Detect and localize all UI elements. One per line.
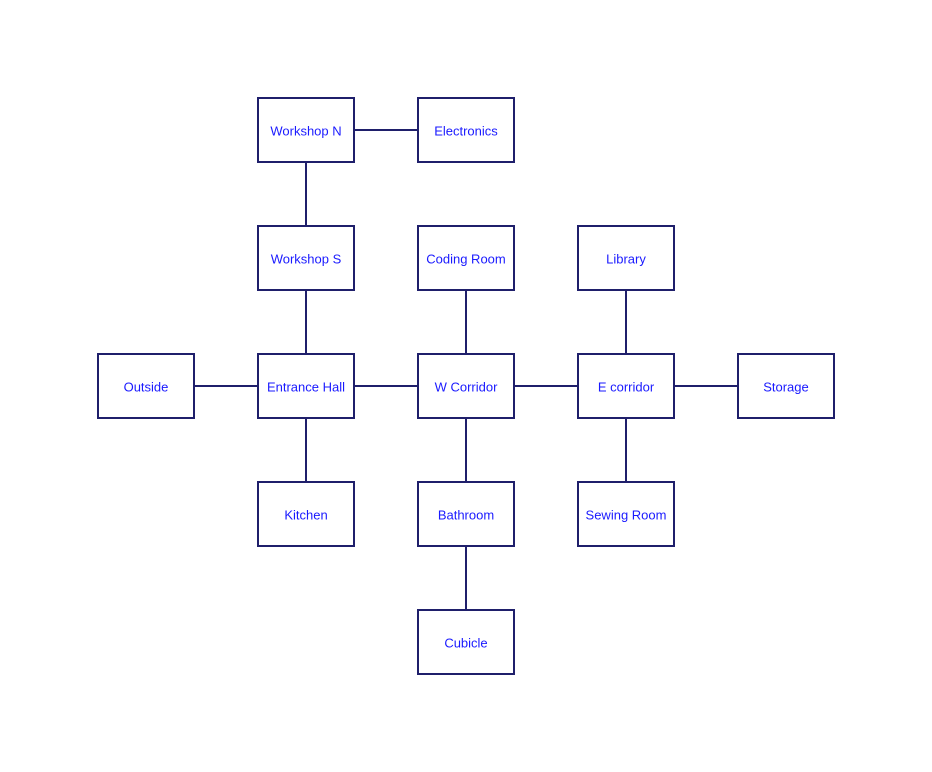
room-box — [417, 225, 515, 291]
room-box — [257, 481, 355, 547]
room-box — [257, 225, 355, 291]
room-entrance-hall: Entrance Hall — [257, 353, 355, 419]
room-box — [417, 609, 515, 675]
room-label: Library — [606, 252, 646, 267]
room-box — [257, 353, 355, 419]
room-outside: Outside — [97, 353, 195, 419]
room-box — [577, 225, 675, 291]
room-label: Coding Room — [426, 252, 506, 267]
room-label: Workshop S — [271, 252, 342, 267]
room-workshop-s: Workshop S — [257, 225, 355, 291]
room-box — [577, 353, 675, 419]
room-box — [97, 353, 195, 419]
room-label: Kitchen — [284, 508, 327, 523]
room-label: Storage — [763, 380, 809, 395]
room-label: Electronics — [434, 124, 498, 139]
room-workshop-n: Workshop N — [257, 97, 355, 163]
room-e-corridor: E corridor — [577, 353, 675, 419]
room-library: Library — [577, 225, 675, 291]
room-sewing-room: Sewing Room — [577, 481, 675, 547]
room-box — [257, 97, 355, 163]
room-label: Bathroom — [438, 508, 494, 523]
room-bathroom: Bathroom — [417, 481, 515, 547]
room-label: Workshop N — [270, 124, 341, 139]
room-label: E corridor — [598, 380, 655, 395]
room-kitchen: Kitchen — [257, 481, 355, 547]
room-storage: Storage — [737, 353, 835, 419]
room-label: W Corridor — [435, 380, 499, 395]
room-label: Sewing Room — [586, 508, 667, 523]
room-coding-room: Coding Room — [417, 225, 515, 291]
room-label: Cubicle — [444, 636, 487, 651]
room-label: Outside — [124, 380, 169, 395]
room-label: Entrance Hall — [267, 380, 345, 395]
room-electronics: Electronics — [417, 97, 515, 163]
room-cubicle: Cubicle — [417, 609, 515, 675]
room-box — [417, 481, 515, 547]
room-w-corridor: W Corridor — [417, 353, 515, 419]
room-box — [417, 353, 515, 419]
room-box — [417, 97, 515, 163]
room-box — [577, 481, 675, 547]
room-box — [737, 353, 835, 419]
